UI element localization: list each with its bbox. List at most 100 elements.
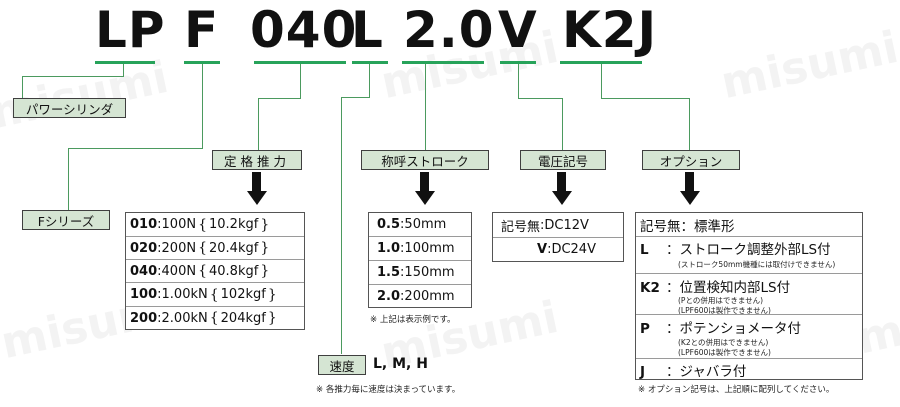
option-note: (K2との併用はできません)	[678, 338, 769, 347]
code-part-lp: LP	[95, 1, 166, 59]
separator: :	[157, 263, 162, 279]
option-key: K2	[640, 280, 660, 296]
option-header: 記号無：標準形	[640, 219, 735, 235]
watermark: misumi	[716, 21, 900, 110]
underline-thrust	[254, 61, 346, 64]
stroke-note: ※ 上記は表示例です。	[370, 315, 456, 325]
thrust-code: 010	[130, 217, 158, 232]
connector-line	[258, 98, 301, 99]
table-row: 020:200N{20.4kgf}	[126, 236, 304, 259]
underline-speed	[352, 61, 388, 64]
brace-close: }	[260, 263, 270, 279]
option-item-l: L：ストローク調整外部LS付	[640, 238, 831, 258]
voltage-value: DC24V	[551, 242, 596, 257]
underline-voltage	[500, 61, 536, 64]
thrust-table: 010:100N{10.2kgf} 020:200N{20.4kgf} 040:…	[125, 212, 305, 330]
separator: :	[400, 217, 405, 232]
connector-line	[601, 64, 602, 98]
brace-open: {	[198, 216, 207, 233]
stroke-value: 150mm	[404, 265, 455, 280]
thrust-force: 400N	[161, 263, 197, 279]
stroke-value: 200mm	[404, 288, 455, 304]
separator: :	[157, 310, 162, 326]
underline-lp	[95, 61, 155, 64]
connector-line	[562, 98, 563, 150]
table-row: 0.5:50mm	[369, 213, 471, 236]
connector-line	[518, 64, 519, 98]
arrow-down-icon	[552, 172, 572, 206]
connector-line	[258, 98, 259, 150]
thrust-code: 020	[130, 240, 158, 256]
thrust-code: 100	[130, 287, 158, 302]
table-row: 040:400N{40.8kgf}	[126, 259, 304, 282]
table-row: 1.5:150mm	[369, 260, 471, 284]
table-row: 200:2.00kN{204kgf}	[126, 306, 304, 329]
arrow-down-icon	[247, 172, 267, 206]
code-part-voltage: V	[498, 1, 538, 59]
separator: :	[157, 287, 162, 302]
connector-line	[202, 64, 203, 148]
underline-stroke	[402, 61, 484, 64]
connector-line	[22, 76, 124, 77]
brace-close: }	[267, 286, 277, 303]
connector-line	[68, 148, 203, 149]
thrust-kgf: 40.8kgf	[209, 263, 259, 279]
separator: :	[400, 288, 405, 304]
label-option: オプション	[642, 150, 740, 170]
thrust-force: 200N	[161, 240, 197, 256]
arrow-down-icon	[415, 172, 435, 206]
speed-values: L, M, H	[373, 356, 428, 372]
option-key: P	[640, 321, 650, 337]
table-row: 記号無:DC12V	[493, 213, 623, 237]
label-power-cylinder: パワーシリンダ	[13, 98, 126, 118]
code-part-f: F	[184, 1, 220, 59]
separator: :	[157, 240, 162, 256]
code-part-stroke: 2.0	[403, 1, 495, 59]
connector-line	[22, 76, 23, 98]
option-note: (Pとの併用はできません)	[678, 296, 764, 305]
connector-line	[425, 64, 426, 150]
table-row: 2.0:200mm	[369, 284, 471, 307]
thrust-kgf: 204kgf	[220, 310, 266, 326]
underline-f	[184, 61, 220, 64]
voltage-key: V	[537, 242, 548, 257]
option-key: L	[640, 242, 649, 258]
connector-line	[341, 97, 342, 354]
option-key: J	[640, 364, 646, 380]
connector-line	[68, 148, 69, 210]
option-desc: ：ジャバラ付	[666, 364, 747, 380]
thrust-code: 200	[130, 310, 158, 326]
separator: :	[540, 217, 545, 233]
table-row: 010:100N{10.2kgf}	[126, 213, 304, 236]
brace-close: }	[267, 310, 277, 326]
option-note-footer: ※ オプション記号は、上記順に配列してください。	[638, 385, 835, 395]
label-rated-thrust: 定格推力	[212, 150, 302, 170]
voltage-value: DC12V	[544, 217, 589, 233]
table-row	[636, 273, 862, 274]
connector-line	[123, 64, 124, 76]
watermark: misumi	[0, 51, 173, 140]
option-table: 記号無：標準形 L：ストローク調整外部LS付 (ストローク50mm機種には取付け…	[635, 212, 863, 380]
stroke-table: 0.5:50mm 1.0:100mm 1.5:150mm 2.0:200mm	[368, 212, 472, 308]
connector-line	[369, 64, 370, 97]
stroke-value: 100mm	[404, 241, 455, 256]
label-speed: 速度	[318, 355, 366, 375]
separator: :	[400, 265, 405, 280]
code-part-speed: L	[351, 1, 384, 59]
option-desc: ：ポテンショメータ付	[666, 321, 801, 337]
separator: :	[400, 241, 405, 256]
thrust-force: 2.00kN	[161, 310, 208, 326]
option-note: (LPF600は製作できません)	[678, 306, 771, 315]
stroke-code: 2.0	[377, 288, 401, 304]
voltage-key: 記号無	[501, 219, 541, 235]
label-f-series: Fシリーズ	[22, 210, 110, 230]
connector-line	[300, 64, 301, 98]
option-note: (ストローク50mm機種には取付けできません)	[678, 260, 836, 269]
table-row	[636, 314, 862, 315]
brace-close: }	[260, 240, 270, 256]
brace-open: {	[198, 263, 207, 279]
table-row: 100:1.00kN{102kgf}	[126, 282, 304, 306]
speed-note: ※ 各推力毎に速度は決まっています。	[316, 385, 461, 395]
separator: :	[547, 242, 552, 257]
table-row	[636, 236, 862, 283]
